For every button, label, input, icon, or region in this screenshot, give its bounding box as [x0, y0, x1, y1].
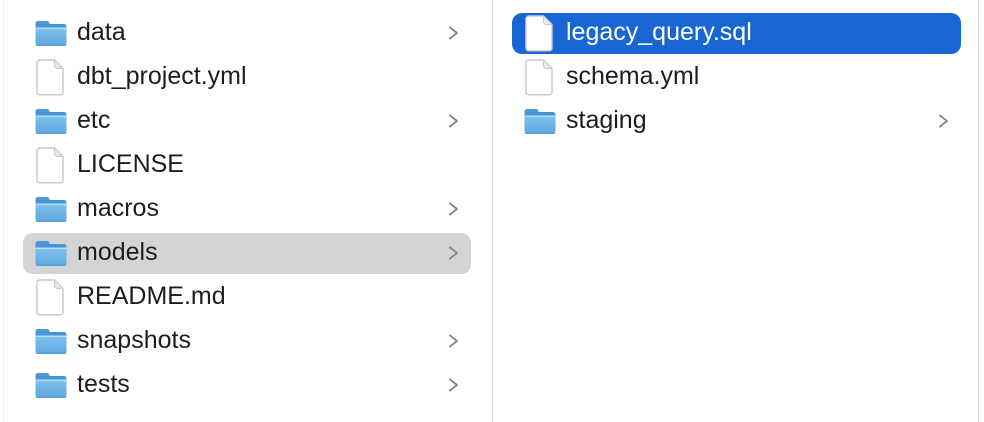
- document-icon: [36, 58, 64, 95]
- chevron-right-icon: [935, 112, 951, 130]
- folder-icon: [35, 372, 67, 398]
- item-label: snapshots: [77, 327, 191, 354]
- folder-icon: [524, 108, 556, 134]
- folder-icon: [35, 20, 67, 46]
- item-label: macros: [77, 195, 159, 222]
- folder-icon: [35, 328, 67, 354]
- folder-row-etc[interactable]: etc: [4, 99, 491, 143]
- item-label: legacy_query.sql: [566, 19, 752, 46]
- item-label: staging: [566, 107, 647, 134]
- chevron-right-icon: [445, 376, 461, 394]
- file-browser-column-current: legacy_query.sql: [493, 11, 978, 143]
- chevron-right-icon: [445, 332, 461, 350]
- item-label: etc: [77, 107, 111, 134]
- item-label: data: [77, 19, 126, 46]
- document-icon: [36, 146, 64, 183]
- column-divider: [492, 0, 493, 422]
- chevron-right-icon: [445, 200, 461, 218]
- item-label: tests: [77, 371, 130, 398]
- file-row-README.md[interactable]: README.md: [4, 275, 491, 319]
- item-label: README.md: [77, 283, 226, 310]
- folder-row-models[interactable]: models: [4, 231, 491, 275]
- file-row-dbt_project.yml[interactable]: dbt_project.yml: [4, 55, 491, 99]
- folder-icon: [35, 240, 67, 266]
- document-icon: [525, 14, 553, 51]
- item-label: schema.yml: [566, 63, 700, 90]
- folder-row-staging[interactable]: staging: [493, 99, 978, 143]
- chevron-right-icon: [445, 112, 461, 130]
- document-icon: [525, 58, 553, 95]
- folder-row-data[interactable]: data: [4, 11, 491, 55]
- folder-row-macros[interactable]: macros: [4, 187, 491, 231]
- folder-icon: [35, 196, 67, 222]
- file-row-LICENSE[interactable]: LICENSE: [4, 143, 491, 187]
- folder-row-tests[interactable]: tests: [4, 363, 491, 407]
- item-label: models: [77, 239, 158, 266]
- item-label: dbt_project.yml: [77, 63, 247, 90]
- document-icon: [36, 278, 64, 315]
- file-browser-column-parent: data dbt_pr: [4, 11, 491, 407]
- item-label: LICENSE: [77, 151, 184, 178]
- file-row-legacy_query.sql[interactable]: legacy_query.sql: [493, 11, 978, 55]
- left-edge-divider: [3, 0, 4, 422]
- file-row-schema.yml[interactable]: schema.yml: [493, 55, 978, 99]
- chevron-right-icon: [445, 24, 461, 42]
- right-edge-divider: [978, 0, 979, 422]
- folder-row-snapshots[interactable]: snapshots: [4, 319, 491, 363]
- folder-icon: [35, 108, 67, 134]
- chevron-right-icon: [445, 244, 461, 262]
